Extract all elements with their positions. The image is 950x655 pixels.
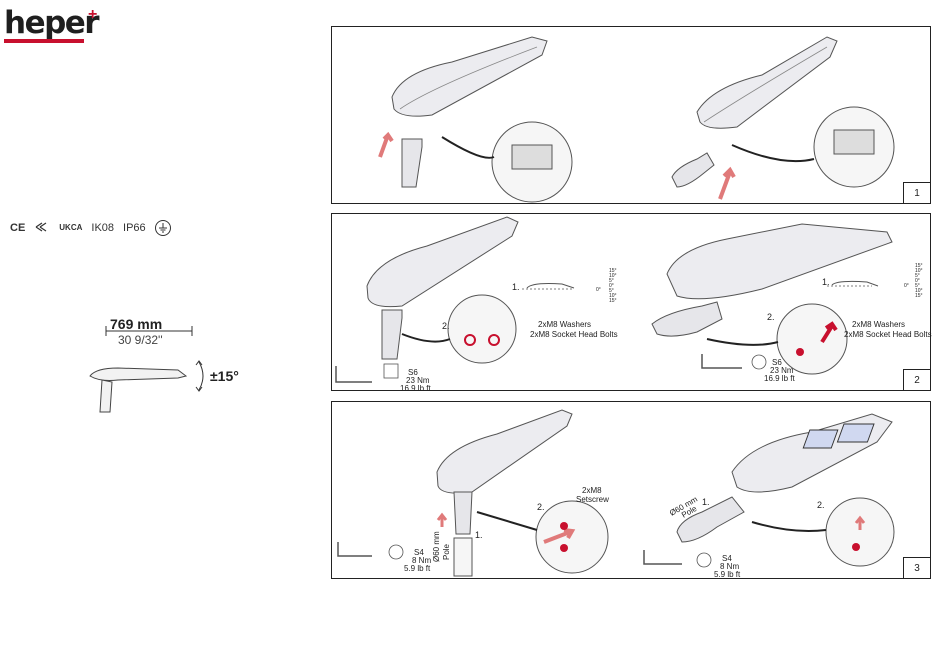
bolts-label: 2xM8 Socket Head Bolts [530, 330, 618, 339]
angle-label: 5° [609, 278, 614, 284]
angle-label: 10° [915, 268, 923, 274]
panel-number: 2 [903, 369, 930, 390]
torque-nm: 23 Nm [406, 376, 430, 385]
step-2-label: 2. [817, 500, 825, 510]
torque-lb: 5.9 lb ft [404, 564, 431, 573]
step-panel-3: 1. 2. 2xM8 Setscrew Ø60 mm Pole S4 8 Nm … [331, 401, 931, 579]
angle-label: 5° [915, 273, 920, 279]
bolts-label: 2xM8 Socket Head Bolts [844, 330, 932, 339]
heper-logo: heper + [4, 5, 104, 43]
ce-mark: CE [10, 222, 26, 234]
angle-scale: 15° 10° 5° 0° 5° 10° 15° [915, 264, 923, 299]
panel-2-illustration [335, 216, 893, 383]
zero-angle: 0° [904, 283, 909, 289]
torque-nm: 23 Nm [770, 366, 794, 375]
tool-size: S4 [722, 554, 732, 563]
angle-label: 15° [915, 263, 923, 269]
torque-lb: 5.9 lb ft [714, 570, 741, 579]
angle-label: 15° [915, 293, 923, 299]
logo-text: heper [4, 5, 100, 41]
tilt-angle: ±15° [210, 368, 239, 384]
panel-number: 3 [903, 557, 930, 578]
screw-label: 2xM8 [582, 486, 602, 495]
panel-3-illustration [337, 409, 895, 577]
length-inch: 30 9/32'' [118, 333, 163, 347]
step-panel-1: 1 [331, 26, 931, 204]
ip-rating: IP66 [123, 222, 146, 234]
ground-icon [154, 220, 171, 236]
torque-lb: 16.9 lb ft [764, 374, 795, 383]
torque-lb: 16.9 lb ft [400, 384, 431, 393]
logo-underline [4, 39, 84, 43]
angle-label: 0° [915, 278, 920, 284]
step-1-label: 1. [702, 497, 710, 507]
step-panel-2: 1. 2. 2xM8 Washers 2xM8 Socket Head Bolt… [331, 213, 932, 393]
angle-label: 15° [609, 268, 617, 274]
angle-label: 10° [609, 273, 617, 279]
logo-plus: + [88, 6, 98, 23]
certification-marks: CE UKCA IK08 IP66 [10, 220, 171, 236]
panel-number: 1 [903, 182, 930, 203]
step-2-label: 2. [767, 312, 775, 322]
zero-angle: 0° [596, 287, 601, 293]
torque-nm: 8 Nm [720, 562, 740, 571]
tool-size: S4 [414, 548, 424, 557]
pole-label: Ø60 mm [432, 531, 441, 562]
washers-label: 2xM8 Washers [538, 320, 592, 329]
washers-label: 2xM8 Washers [852, 320, 906, 329]
step-2-label: 2. [442, 321, 450, 331]
panel-1-illustration [378, 36, 895, 203]
enec-icon [34, 221, 50, 236]
screw-label-2: Setscrew [576, 495, 609, 504]
step-2-label: 2. [537, 502, 545, 512]
angle-label: 0° [609, 283, 614, 289]
ukca-label: UKCA [59, 223, 83, 232]
angle-scale: 15° 10° 5° 0° 5° 10° 15° [609, 269, 617, 304]
ik-rating: IK08 [91, 222, 115, 234]
angle-label: 15° [609, 298, 617, 304]
step-1-label: 1. [512, 282, 520, 292]
ukca-mark: UKCA [59, 224, 82, 232]
length-mm: 769 mm [110, 316, 163, 332]
step-1-label: 1. [475, 530, 483, 540]
angle-label: 10° [915, 288, 923, 294]
step-1-label: 1. [822, 277, 830, 287]
tool-size: S6 [408, 368, 418, 377]
pole-label-2: Pole [442, 543, 451, 560]
torque-nm: 8 Nm [412, 556, 432, 565]
angle-label: 10° [609, 293, 617, 299]
angle-label: 5° [609, 288, 614, 294]
tool-size: S6 [772, 358, 782, 367]
angle-label: 5° [915, 283, 920, 289]
